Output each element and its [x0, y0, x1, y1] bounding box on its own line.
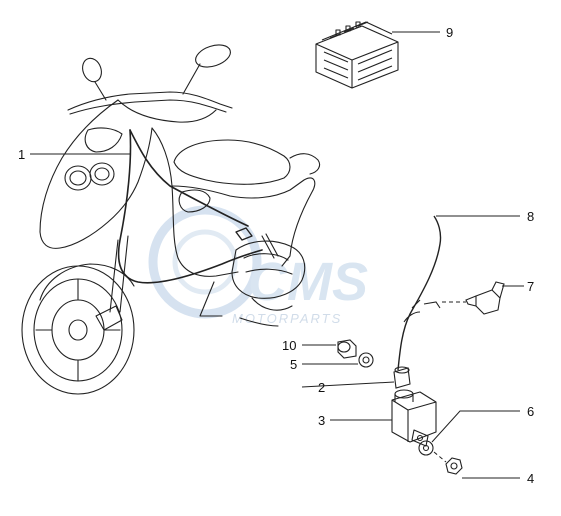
watermark-tagline: MOTORPARTS: [232, 311, 342, 326]
side-badge: [178, 189, 211, 213]
callout-8: 8: [527, 209, 534, 224]
callout-2: 2: [318, 380, 325, 395]
spark-plug-cap: [465, 281, 505, 315]
ht-lead: [397, 215, 442, 371]
watermark-ring: [148, 205, 262, 319]
callout-7: 7: [527, 279, 534, 294]
legshield: [151, 127, 239, 277]
front-wheel: [21, 265, 135, 395]
rear-body: [171, 177, 316, 267]
small-washer: [358, 352, 374, 368]
rear-wheel: [251, 297, 293, 311]
washer: [418, 440, 434, 456]
front-fender: [39, 263, 135, 301]
nut: [445, 457, 463, 475]
callout-4: 4: [527, 471, 534, 486]
watermark-brand: CMS: [248, 252, 368, 312]
lead-boot: [393, 366, 411, 389]
callout-1: 1: [18, 147, 25, 162]
watermark-inner-ring: [172, 229, 238, 295]
rear-shock: [261, 233, 279, 259]
leader-lines: [30, 31, 524, 479]
mirror-right: [182, 44, 231, 95]
front-shield: [39, 99, 153, 249]
headlights: [64, 127, 123, 191]
leader-2: [301, 381, 395, 388]
ignition-coil: [391, 389, 437, 447]
scooter-illustration: [21, 44, 321, 395]
spacer: [337, 339, 357, 359]
nut-dash: [433, 451, 447, 463]
callout-9: 9: [446, 25, 453, 40]
voltage-regulator: [315, 21, 399, 89]
callout-6: 6: [527, 404, 534, 419]
front-fork: [109, 239, 119, 313]
callout-5: 5: [290, 357, 297, 372]
tail: [289, 153, 321, 175]
leader-6: [431, 410, 520, 443]
center-stand: [199, 281, 223, 317]
headset: [117, 99, 217, 123]
callout-10: 10: [282, 338, 296, 353]
handlebar: [67, 91, 233, 111]
seat: [173, 139, 291, 185]
callout-numbers: 1 2 3 4 5 6 7 8 9 10: [18, 25, 534, 486]
mirror-left: [82, 57, 107, 101]
callout-3: 3: [318, 413, 325, 428]
wiring-harness: [117, 129, 263, 284]
engine: [231, 240, 306, 299]
watermark: CMS MOTORPARTS: [148, 205, 368, 326]
